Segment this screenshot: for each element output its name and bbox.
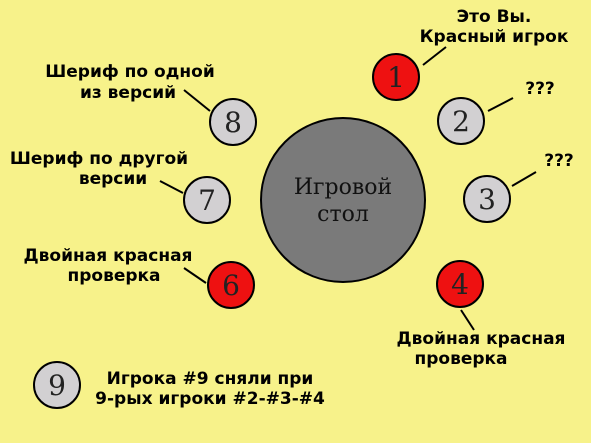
seat-8-circle	[209, 98, 257, 146]
seat-8[interactable]: 8	[209, 98, 257, 146]
seat-4[interactable]: 4	[436, 260, 484, 308]
label-seat4: Двойная красная проверка	[397, 329, 566, 369]
seat-4-circle	[436, 260, 484, 308]
connector-seat7	[159, 180, 184, 194]
label-seat7-line2: версии	[79, 169, 147, 189]
seat-2-number: 2	[452, 105, 470, 138]
seat-3-circle	[463, 175, 511, 223]
label-seat7-line1: Шериф по другой	[10, 149, 188, 169]
seat-7-number: 7	[198, 184, 216, 217]
label-seat1: Это Вы. Красный игрок	[420, 7, 569, 47]
connector-lines	[159, 46, 537, 331]
label-seat1-line2: Красный игрок	[420, 27, 569, 47]
seat-6-number: 6	[222, 269, 240, 302]
label-seat9-line2: 9-рых игроки #2-#3-#4	[95, 389, 325, 409]
seat-2-circle	[437, 97, 485, 145]
label-seat6-line2: проверка	[67, 266, 160, 286]
seat-3[interactable]: 3	[463, 175, 511, 223]
seat-9-circle	[33, 361, 81, 409]
seat-8-number: 8	[224, 106, 242, 139]
connector-seat1	[422, 46, 447, 66]
label-seat4-line1: Двойная красная	[397, 329, 566, 349]
seat-1-circle	[372, 53, 420, 101]
label-seat8: Шериф по одной из версий	[45, 62, 215, 103]
seat-9-number: 9	[48, 369, 66, 402]
connector-seat6	[183, 267, 207, 284]
connector-seat3	[511, 171, 537, 187]
connector-seat4	[460, 309, 475, 331]
game-table: Игровой стол	[260, 117, 426, 283]
label-seat2: ???	[525, 79, 555, 99]
seat-6-circle	[207, 261, 255, 309]
label-seat3: ???	[544, 151, 574, 171]
connector-seat2	[487, 97, 514, 112]
seat-7-circle	[183, 176, 231, 224]
label-seat4-line2: проверка	[414, 349, 507, 369]
seat-6[interactable]: 6	[207, 261, 255, 309]
seat-1-number: 1	[387, 61, 405, 94]
seat-4-number: 4	[451, 268, 469, 301]
table-label-line2: стол	[317, 202, 369, 227]
label-seat8-line2: из версий	[80, 83, 176, 103]
connector-seat8	[183, 89, 211, 112]
label-seat9-line1: Игрока #9 сняли при	[107, 369, 314, 389]
table-label-line1: Игровой	[294, 175, 392, 200]
label-seat9: Игрока #9 сняли при 9-рых игроки #2-#3-#…	[95, 369, 325, 409]
label-seat6: Двойная красная проверка	[24, 246, 193, 286]
label-seat6-line1: Двойная красная	[24, 246, 193, 266]
seat-3-number: 3	[478, 183, 496, 216]
table-circle	[260, 117, 426, 283]
seat-7[interactable]: 7	[183, 176, 231, 224]
label-seat7: Шериф по другой версии	[10, 149, 188, 189]
label-seat3-line1: ???	[544, 151, 574, 171]
label-seat1-line1: Это Вы.	[457, 7, 532, 27]
label-seat8-line1: Шериф по одной	[45, 62, 215, 82]
seat-1[interactable]: 1	[372, 53, 420, 101]
seat-2[interactable]: 2	[437, 97, 485, 145]
seat-9[interactable]: 9	[33, 361, 81, 409]
label-seat2-line1: ???	[525, 79, 555, 99]
